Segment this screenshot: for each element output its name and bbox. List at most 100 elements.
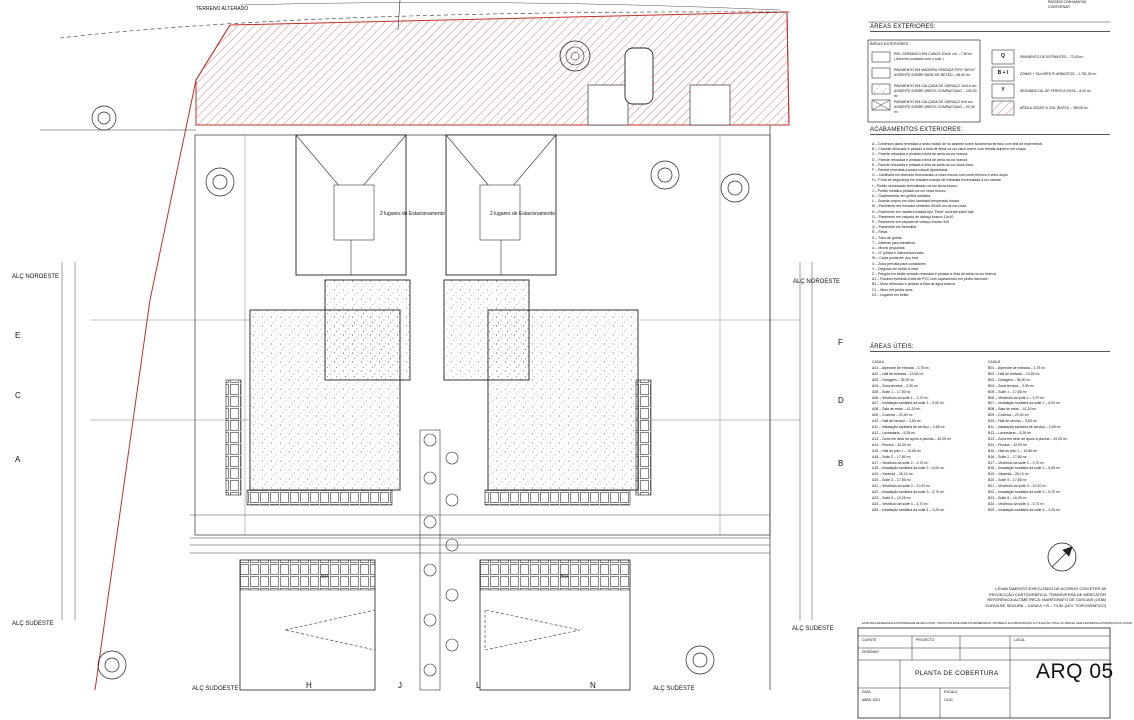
area-item: A11 – Instalação sanitária de serviço – … [872, 425, 945, 430]
area-item: A16 – Suite 2 – 17,80 m² [872, 454, 911, 459]
terrain-note: TERRENO ALTERADO [196, 6, 248, 12]
elevation-sudoeste-bottom: ALÇ SUDOESTE [192, 686, 238, 692]
area-item: A12 – Lavandaria – 5,28 m² [872, 430, 916, 435]
project-label: PROJECTO [916, 638, 935, 642]
elevation-noroeste-left: ALÇ NOROESTE [12, 274, 59, 280]
location-label: LOCAL [1014, 638, 1026, 642]
acabamento-item: R – Relva [872, 230, 888, 235]
elevation-sudeste-bottom: ALÇ SUDESTE [653, 686, 695, 692]
car-icon [624, 47, 654, 105]
area-item: A06 – Vestíbulo da suite 1 – 3,70 m² [872, 395, 929, 400]
acabamentos-list: A – Cobertura plana revestida a seixo ro… [872, 142, 1043, 298]
area-item: B22 – Instalação sanitária da suite 3 – … [988, 490, 1061, 495]
area-item: B10 – Hall de serviço – 3,53 m² [988, 419, 1037, 424]
area-item: A08 – Sala de estar – 41,20 m² [872, 407, 921, 412]
acabamento-item: M – Pavimento em mosaico cerâmico 60x60 … [872, 204, 967, 209]
section-letter-d: D [838, 396, 844, 405]
designed-label: DESENHO [862, 650, 879, 654]
area-item: B11 – Instalação sanitária de serviço – … [988, 425, 1061, 430]
ext-right-2: ZONAS + TALHÕES P/ ARBUSTOS – 1.781,00 m… [1020, 72, 1097, 76]
acabamento-item: P – Pavimento em calçada de vidraço bran… [872, 220, 949, 225]
acabamento-item: A – Cobertura plana revestida a seixo ro… [872, 142, 1043, 146]
acabamento-item: X – Zona prevista para contadores [872, 261, 926, 266]
ext-key-bi: B + I [997, 70, 1009, 76]
acabamento-item: D1 – Lugares em betão [872, 292, 909, 297]
acabamento-item: F – Parede revestida a pedra natural apa… [872, 168, 948, 173]
area-item: B23 – Suite 4 – 16,25 m² [988, 495, 1027, 500]
elevation-noroeste-right: ALÇ NOROESTE [793, 279, 840, 285]
area-item: A10 – Hall de serviço – 3,53 m² [872, 419, 921, 424]
house-a-main-roof [249, 309, 401, 491]
area-item: B16 – Suite 2 – 17,80 m² [988, 454, 1027, 459]
area-item: B24 – Vestíbulo da suite 4 – 3,70 m² [988, 501, 1045, 506]
parking-label-a: 2 lugares de Estacionamento [380, 211, 445, 217]
area-item: A05 – Suite 1 – 17,80 m² [872, 389, 911, 394]
area-item: B06 – Vestíbulo da suite 1 – 3,70 m² [988, 395, 1045, 400]
garage-label-b: B04 [560, 574, 569, 580]
area-item: B05 – Suite 1 – 17,80 m² [988, 389, 1027, 394]
section-letter-c: C [15, 391, 21, 400]
sheet-number: ARQ 05 [1036, 660, 1114, 683]
area-item: B25 – Instalação sanitária da suite 4 – … [988, 507, 1061, 512]
site-boundary [94, 24, 231, 691]
area-item: B19 – Varanda – 26,10 m² [988, 472, 1029, 477]
acabamento-item: W – Caixa postal em aço inox [872, 256, 919, 261]
acabamento-item: G – Caxilharia em alumínio termolacado a… [872, 173, 1008, 178]
area-item: B03 – Garagem – 35,00 m² [988, 377, 1031, 382]
area-item: A03 – Garagem – 35,00 m² [872, 377, 915, 382]
section-letter-a: A [15, 455, 21, 464]
acabamento-item: S – Tubo de queda [872, 235, 902, 240]
house-b-main-roof [487, 309, 639, 491]
area-item: A22 – Instalação sanitária da suite 3 – … [872, 490, 945, 495]
top-note-line1: PASSEIO COM MANTAS [1048, 0, 1087, 4]
rights-note: ESTE PEÇA DESENHADA É PROPRIEDADE DE SEU… [862, 622, 1133, 625]
acabamento-item: I – Portão seccionado termolacado na cor… [872, 183, 958, 188]
elevation-sudeste-left: ALÇ SUDESTE [12, 621, 54, 627]
tree-icon [559, 40, 591, 72]
area-item: A15 – Hall do piso 1 – 10,65 m² [872, 448, 922, 453]
area-item: B13 – Zona em deck de apoio à piscina – … [988, 436, 1068, 441]
garage-label-a: A04 [320, 574, 329, 580]
date-label: DATA [862, 690, 871, 694]
ext-right-4: ÁREA A CEDER À CML (RATIO) – 350,00 m² [1020, 106, 1089, 110]
acabamento-item: B – Channel rebocado e pintado a tinta d… [872, 147, 1026, 152]
ext-right-3: SEGUNDA CAL DE FERRO A VISTA – 8,00 m² [1020, 89, 1091, 93]
acabamento-item: H – Porta de segurança em madeira maciça… [872, 178, 1001, 183]
ext-right-1: PAVIMENTO DE ESTRANTES – 73,00 m² [1020, 55, 1084, 59]
area-item: A19 – Varanda – 26,10 m² [872, 472, 913, 477]
acabamentos-heading: ACABAMENTOS EXTERIORES: [870, 127, 1110, 135]
area-item: B15 – Hall do piso 1 – 10,65 m² [988, 448, 1038, 453]
casa-a-title: CASA A [872, 360, 885, 364]
area-item: B09 – Cozinha – 20,00 m² [988, 413, 1029, 418]
area-item: A24 – Vestíbulo da suite 4 – 3,70 m² [872, 501, 929, 506]
area-item: B01 – Alpendre de entrada – 3,75 m² [988, 366, 1046, 370]
scale-label: ESCALA [944, 690, 958, 694]
acabamento-item: U – Muros propostos [872, 246, 905, 251]
area-item: A02 – Hall de entrada – 10,53 m² [872, 371, 924, 376]
area-item: A21 – Vestíbulo da suite 3 – 10,20 m² [872, 484, 931, 489]
section-letter-b: B [838, 459, 843, 468]
area-item: B04 – Zona técnica – 3,39 m² [988, 383, 1034, 388]
acabamento-item: Z – Pérgula em betão armado rebocado e p… [872, 272, 996, 277]
acabamento-item: T – Caleiras para aresteiros [872, 240, 916, 245]
date-value: ABRIL 2021 [862, 698, 881, 702]
survey-note: LEVANTAMENTO EXECUTADO DE ACORDO COM ETR… [985, 586, 1106, 608]
acabamento-item: N – Pavimento em madeira tratada tipo "D… [872, 209, 974, 214]
elevation-sudeste-right: ALÇ SUDESTE [792, 626, 834, 632]
area-item: B07 – Instalação sanitária da suite 1 – … [988, 401, 1061, 406]
area-item: B17 – Vestíbulo da suite 2 – 3,70 m² [988, 460, 1045, 465]
section-letter-l: L [476, 681, 481, 690]
acabamento-item: Q – Pavimento em betonilha [872, 225, 917, 230]
section-letter-h: H [306, 681, 312, 690]
north-arrow-icon [1047, 542, 1077, 572]
top-note-line2: CONTORNAR [1048, 5, 1070, 9]
client-label: CLIENTE [862, 638, 877, 642]
ext-key-q: Q [1001, 53, 1005, 59]
section-letter-j: J [398, 681, 402, 690]
ext-item-3: PAVIMENTO EM CALÇADA DE VIDRAÇO 10x10 cm… [894, 84, 977, 98]
sheet-title: PLANTA DE COBERTURA [915, 670, 999, 677]
